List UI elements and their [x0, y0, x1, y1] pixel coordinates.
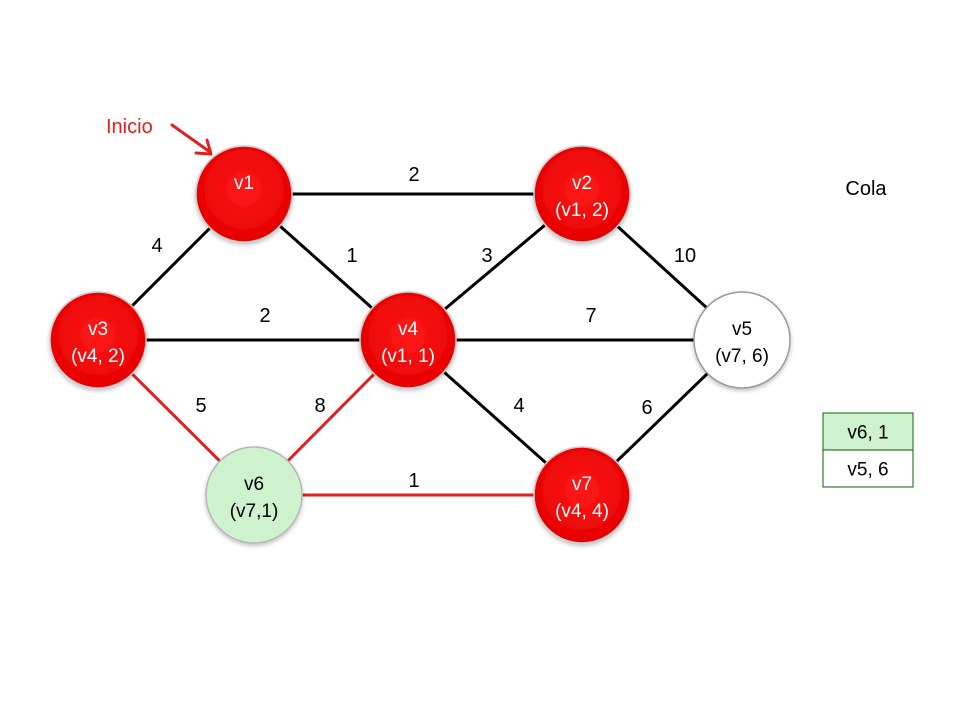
edge-weight-v4-v5: 7 [585, 305, 596, 327]
edge-weight-v1-v3: 4 [151, 235, 162, 257]
node-circle-v1 [195, 145, 293, 243]
node-name-v3: v3 [88, 319, 108, 340]
edge-weight-v1-v4: 1 [346, 245, 357, 267]
node-name-v2: v2 [572, 173, 592, 194]
edge-weight-v3-v4: 2 [259, 305, 270, 327]
start-arrow-shaft [170, 123, 212, 154]
start-label: Inicio [106, 116, 153, 138]
node-label-v4: (v1, 1) [381, 346, 435, 367]
queue-items: v6, 1 v5, 6 [822, 412, 914, 488]
queue-item-text: v6, 1 [847, 423, 888, 444]
node-v5: v5 (v7, 6) [693, 291, 791, 389]
queue-item-box [822, 412, 914, 451]
node-label-v7: (v4, 4) [555, 501, 609, 522]
node-circle-v5 [693, 291, 791, 389]
node-label-v3: (v4, 2) [71, 346, 125, 367]
node-v7: v7 (v4, 4) [533, 446, 631, 544]
node-circle-v6 [205, 446, 303, 544]
start-annotation: Inicio [106, 116, 213, 156]
node-name-v1: v1 [234, 173, 254, 194]
queue-item-box [822, 449, 914, 488]
node-v3: v3 (v4, 2) [49, 291, 147, 389]
node-label-v6: (v7,1) [230, 501, 279, 522]
edge-weight-v4-v6: 8 [314, 395, 325, 417]
queue-title: Cola [845, 178, 887, 200]
node-v1: v1 [195, 145, 293, 243]
node-v2: v2 (v1, 2) [533, 145, 631, 243]
edge-weight-v4-v7: 4 [513, 395, 524, 417]
node-v4: v4 (v1, 1) [359, 291, 457, 389]
edge-weight-v2-v5: 10 [674, 245, 696, 267]
node-label-v5: (v7, 6) [715, 346, 769, 367]
node-circle-v2 [533, 145, 631, 243]
node-circle-v4 [359, 291, 457, 389]
edge-weight-v1-v2: 2 [408, 164, 419, 186]
queue-panel: Cola v6, 1 v5, 6 [822, 178, 914, 488]
node-name-v7: v7 [572, 474, 592, 495]
edge-weight-v2-v4: 3 [481, 245, 492, 267]
node-name-v4: v4 [398, 319, 419, 340]
node-v6: v6 (v7,1) [205, 446, 303, 544]
edge-weight-v5-v7: 6 [641, 397, 652, 419]
edge-labels-layer: 2 4 1 3 10 2 7 5 8 4 6 1 [151, 164, 696, 492]
queue-item-text: v5, 6 [847, 460, 888, 481]
node-circle-v3 [49, 291, 147, 389]
node-circle-v7 [533, 446, 631, 544]
edge-weight-v6-v7: 1 [408, 470, 419, 492]
node-name-v6: v6 [244, 474, 264, 495]
start-arrow-head-icon [194, 138, 213, 156]
node-name-v5: v5 [732, 319, 752, 340]
edge-weight-v3-v6: 5 [195, 395, 206, 417]
nodes-layer: v1 v2 (v1, 2) v3 (v4, 2) v4 (v1, 1) v5 (v7, 6) v6… [49, 145, 791, 544]
node-label-v2: (v1, 2) [555, 200, 609, 221]
